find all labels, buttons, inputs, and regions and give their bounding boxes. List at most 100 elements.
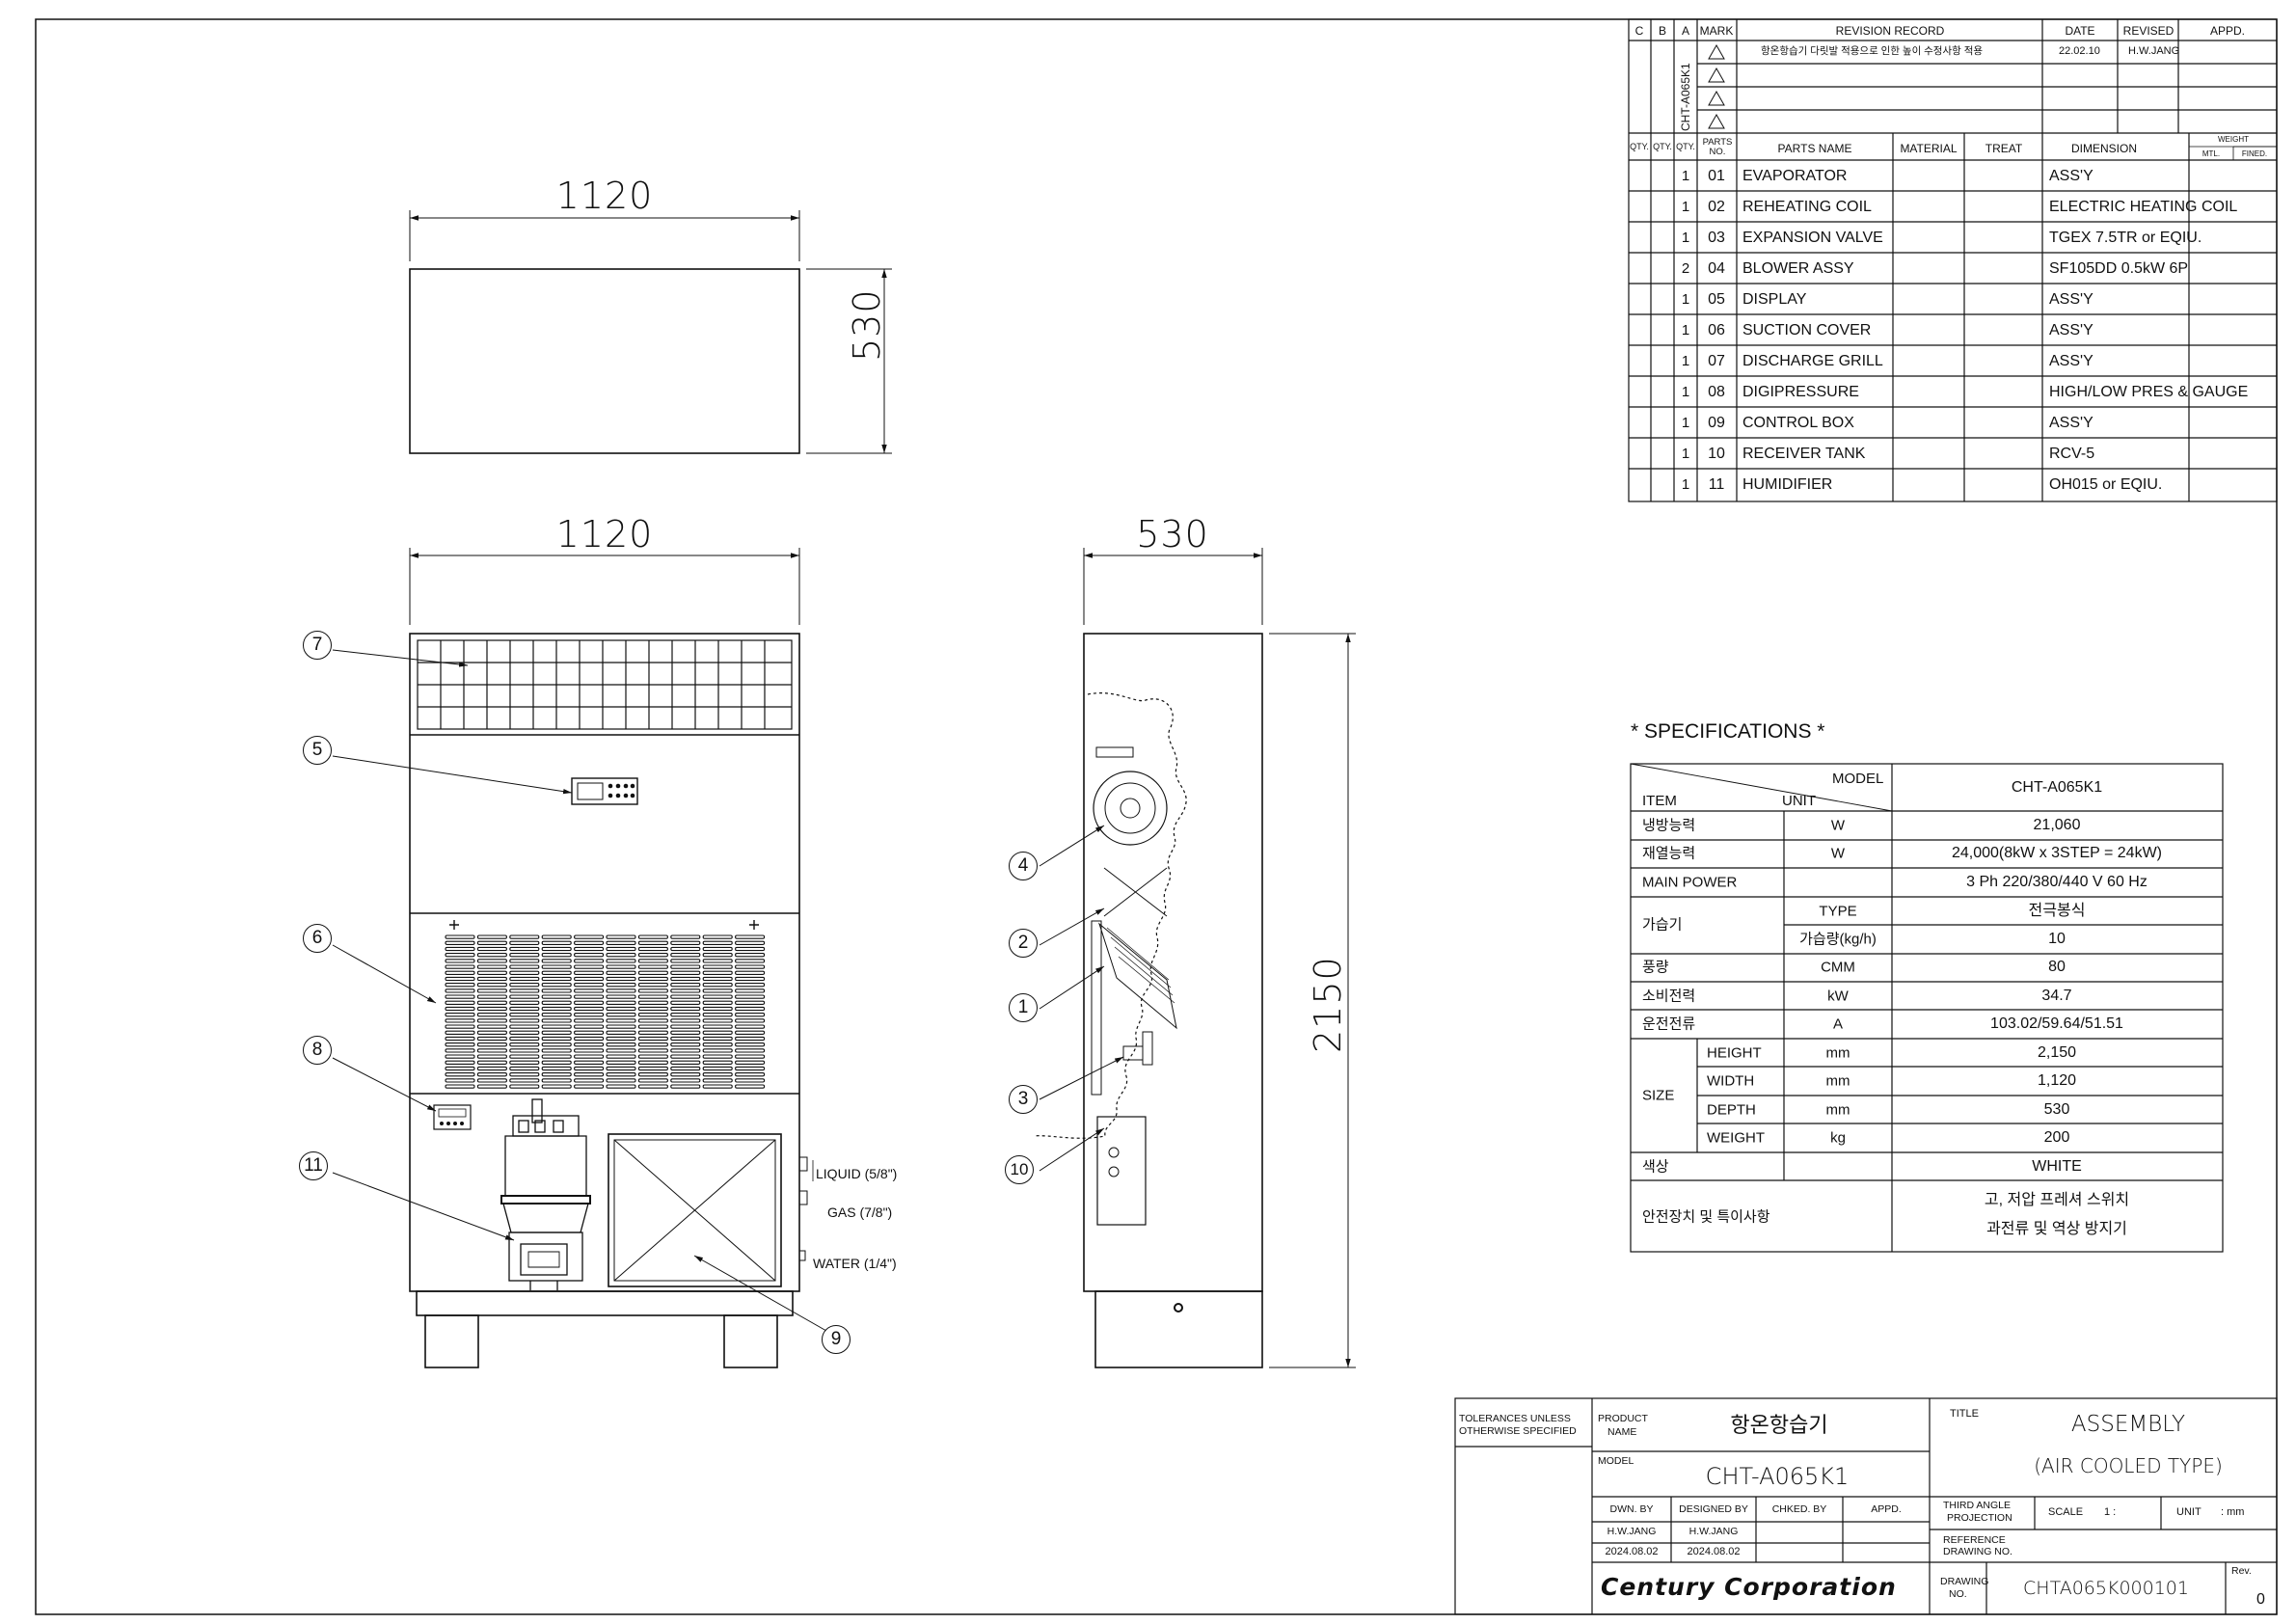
- louver-slot: [541, 1000, 572, 1005]
- louver-slot: [670, 1042, 701, 1047]
- louver-slot: [509, 953, 540, 958]
- louver-slot: [574, 1084, 605, 1089]
- tb-title1: ASSEMBLY: [2070, 1412, 2186, 1437]
- tb-projection1: THIRD ANGLE: [1943, 1500, 2012, 1511]
- louver-slot: [509, 1036, 540, 1042]
- spec-size-sub: WIDTH: [1707, 1072, 1755, 1090]
- louver-slot: [670, 1066, 701, 1071]
- rev-revised-1: H.W.JANG: [2128, 45, 2180, 57]
- louver-slot: [574, 1048, 605, 1053]
- louver-slot: [541, 934, 572, 939]
- tb-rev-label: Rev.: [2231, 1565, 2252, 1577]
- louver-slot: [702, 1048, 733, 1053]
- louver-slot: [670, 988, 701, 993]
- louver-slot: [735, 983, 766, 988]
- louver-slot: [509, 1018, 540, 1023]
- parts-qty: 2: [1681, 260, 1690, 277]
- parts-name: CONTROL BOX: [1742, 415, 1854, 431]
- parts-dimension: ELECTRIC HEATING COIL: [2049, 199, 2238, 215]
- louver-slot: [702, 1042, 733, 1047]
- louver-slot: [702, 946, 733, 952]
- louver-slot: [509, 1000, 540, 1005]
- louver-slot: [541, 988, 572, 993]
- louver-slot: [670, 934, 701, 939]
- louver-slot: [541, 1018, 572, 1023]
- tb-otherwise: OTHERWISE SPECIFIED: [1459, 1425, 1577, 1437]
- louver-slot: [541, 1006, 572, 1012]
- spec-unit: mm: [1825, 1072, 1850, 1090]
- louver-slot: [445, 1066, 475, 1071]
- louver-slot: [702, 1000, 733, 1005]
- parts-dimension: ASS'Y: [2049, 353, 2093, 369]
- louver-slot: [574, 946, 605, 952]
- louver-slot: [476, 1084, 507, 1089]
- louver-slot: [702, 940, 733, 945]
- louver-slot: [702, 934, 733, 939]
- rev-col-b: B: [1658, 24, 1667, 38]
- balloon-6: 6: [303, 924, 332, 953]
- balloon-4: 4: [1009, 852, 1038, 880]
- louver-slot: [670, 1030, 701, 1035]
- louver-slot: [735, 946, 766, 952]
- control-box: [608, 1133, 782, 1287]
- balloon-7: 7: [303, 631, 332, 660]
- louver-slot: [606, 1048, 636, 1053]
- tb-product-name: 항온항습기: [1730, 1413, 1828, 1437]
- louver-slot: [476, 953, 507, 958]
- spec-humid-item: 가습기: [1642, 916, 1683, 934]
- louver-slot: [637, 953, 668, 958]
- louver-slot: [606, 959, 636, 963]
- louver-slot: [509, 1013, 540, 1017]
- louver-slot: [606, 953, 636, 958]
- louver-slot: [735, 994, 766, 999]
- parts-dimension: ASS'Y: [2049, 291, 2093, 308]
- louver-slot: [670, 976, 701, 982]
- louver-slot: [702, 1006, 733, 1012]
- side-depth-dim: 530: [1136, 513, 1209, 555]
- rev-col-c: C: [1634, 24, 1644, 38]
- louver-slot: [445, 994, 475, 999]
- louver-slot: [445, 1018, 475, 1023]
- louver-slot: [541, 1036, 572, 1042]
- rev-model-vertical: CHT-A065K1: [1679, 63, 1692, 131]
- tb-product-label1: PRODUCT: [1598, 1413, 1648, 1424]
- louver-slot: [670, 1000, 701, 1005]
- louver-slot: [476, 964, 507, 969]
- tb-dwn-date: 2024.08.02: [1605, 1546, 1659, 1557]
- parts-name: DIGIPRESSURE: [1742, 384, 1859, 400]
- louver-slot: [702, 1078, 733, 1083]
- tb-drawing-label2: NO.: [1949, 1588, 1967, 1600]
- louver-slot: [476, 1018, 507, 1023]
- side-view: [1033, 548, 1356, 1368]
- louver-slot: [735, 976, 766, 982]
- louver-slot: [637, 1024, 668, 1029]
- louver-slot: [702, 994, 733, 999]
- balloon-10: 10: [1005, 1155, 1034, 1184]
- louver-slot: [735, 940, 766, 945]
- louver-slot: [606, 1006, 636, 1012]
- parts-no: 06: [1708, 322, 1725, 338]
- louver-slot: [574, 1036, 605, 1042]
- front-view: [409, 548, 814, 1368]
- balloon-11: 11: [299, 1151, 328, 1180]
- louver-slot: [670, 1036, 701, 1042]
- top-depth-dim: 530: [846, 288, 888, 362]
- parts-qty: 1: [1681, 476, 1690, 493]
- rev-record-head: REVISION RECORD: [1835, 24, 1945, 38]
- louver-slot: [637, 934, 668, 939]
- pipe-liquid-label: LIQUID (5/8"): [816, 1166, 898, 1181]
- parts-qty: 1: [1681, 291, 1690, 308]
- louver-slot: [637, 970, 668, 975]
- louver-slot: [606, 934, 636, 939]
- louver-slot: [606, 1036, 636, 1042]
- louver-slot: [509, 970, 540, 975]
- louver-slot: [541, 953, 572, 958]
- louver-slot: [445, 940, 475, 945]
- tb-designed-by: DESIGNED BY: [1679, 1503, 1748, 1515]
- louver-slot: [509, 1024, 540, 1029]
- louver-slot: [702, 1024, 733, 1029]
- louver-slot: [445, 1042, 475, 1047]
- parts-name: DISPLAY: [1742, 291, 1807, 308]
- spec-unit: mm: [1825, 1044, 1850, 1062]
- spec-unit: W: [1830, 817, 1846, 834]
